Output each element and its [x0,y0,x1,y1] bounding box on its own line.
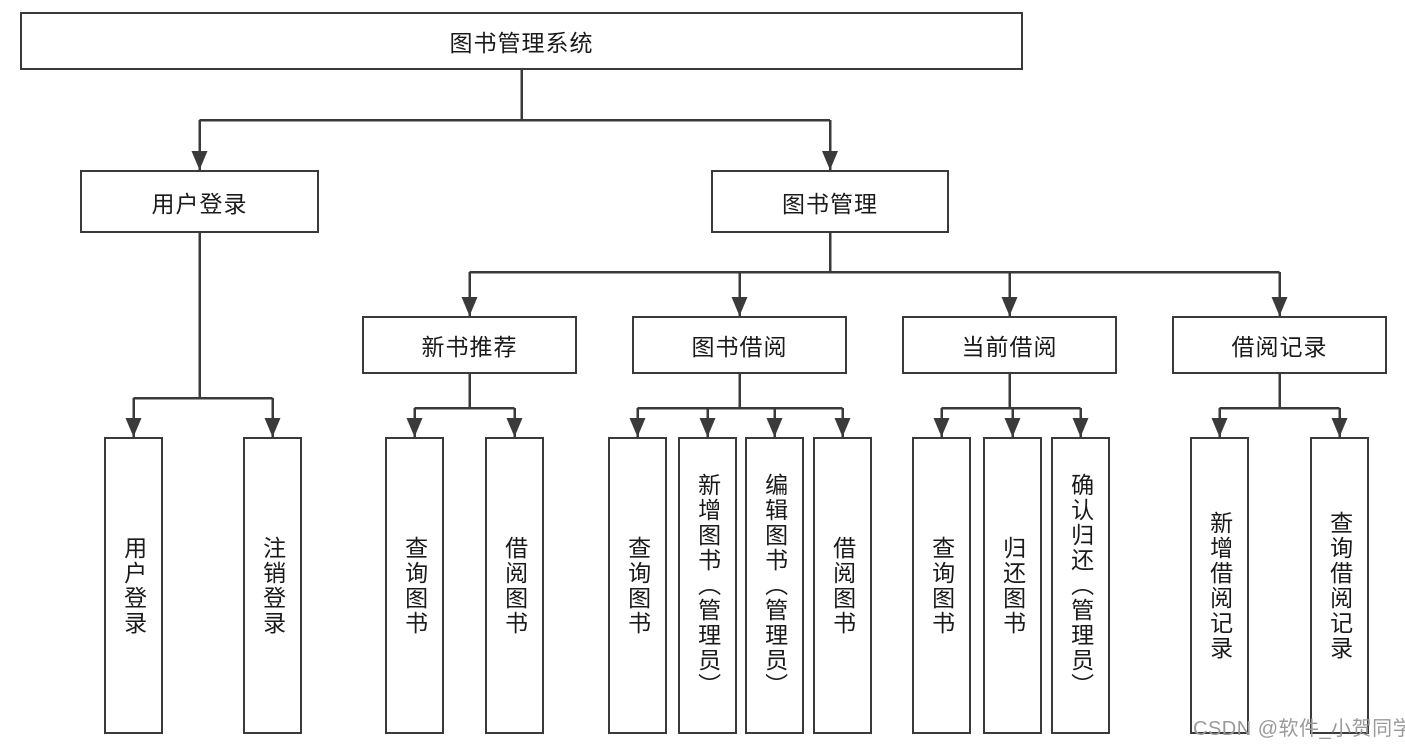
node-label: 新增借阅记录 [1206,510,1233,661]
node-l2_0: 新书推荐 [362,316,577,374]
node-label: 用户登录 [151,190,248,217]
node-label: 查询图书 [928,535,955,636]
node-l3_0: 用户登录 [104,437,163,734]
node-label: 用户登录 [120,535,147,636]
node-label: 编辑图书（管理员） [761,473,788,698]
node-label: 借阅图书 [829,535,856,636]
node-l3_12: 查询借阅记录 [1310,437,1369,734]
node-l3_5: 新增图书（管理员） [678,437,737,734]
node-label: 当前借阅 [961,334,1058,360]
node-label: 新增图书（管理员） [694,473,721,698]
node-l3_10: 确认归还（管理员） [1051,437,1110,734]
node-label: 借阅记录 [1231,334,1328,360]
node-label: 注销登录 [259,535,286,636]
watermark-text: CSDN @软件_小贺同学 [1193,718,1405,740]
node-label: 借阅图书 [501,535,528,636]
node-l3_9: 归还图书 [983,437,1042,734]
node-label: 新书推荐 [421,334,518,360]
node-l2_1: 图书借阅 [632,316,847,374]
node-l3_2: 查询图书 [385,437,444,734]
node-root: 图书管理系统 [20,12,1023,70]
node-label: 图书管理 [782,190,878,217]
node-label: 图书借阅 [691,334,788,360]
node-l3_6: 编辑图书（管理员） [745,437,804,734]
node-label: 查询借阅记录 [1326,510,1353,661]
node-l3_1: 注销登录 [243,437,302,734]
node-label: 归还图书 [999,535,1026,636]
node-l3_8: 查询图书 [912,437,971,734]
node-label: 确认归还（管理员） [1067,473,1094,698]
node-l3_7: 借阅图书 [813,437,872,734]
node-l1_0: 用户登录 [80,170,319,233]
node-l2_3: 借阅记录 [1172,316,1387,374]
node-label: 查询图书 [401,535,428,636]
node-l2_2: 当前借阅 [902,316,1117,374]
node-label: 查询图书 [624,535,651,636]
node-label: 图书管理系统 [449,30,594,56]
node-l3_4: 查询图书 [608,437,667,734]
node-l1_1: 图书管理 [711,170,949,233]
node-l3_3: 借阅图书 [485,437,544,734]
node-l3_11: 新增借阅记录 [1190,437,1249,734]
